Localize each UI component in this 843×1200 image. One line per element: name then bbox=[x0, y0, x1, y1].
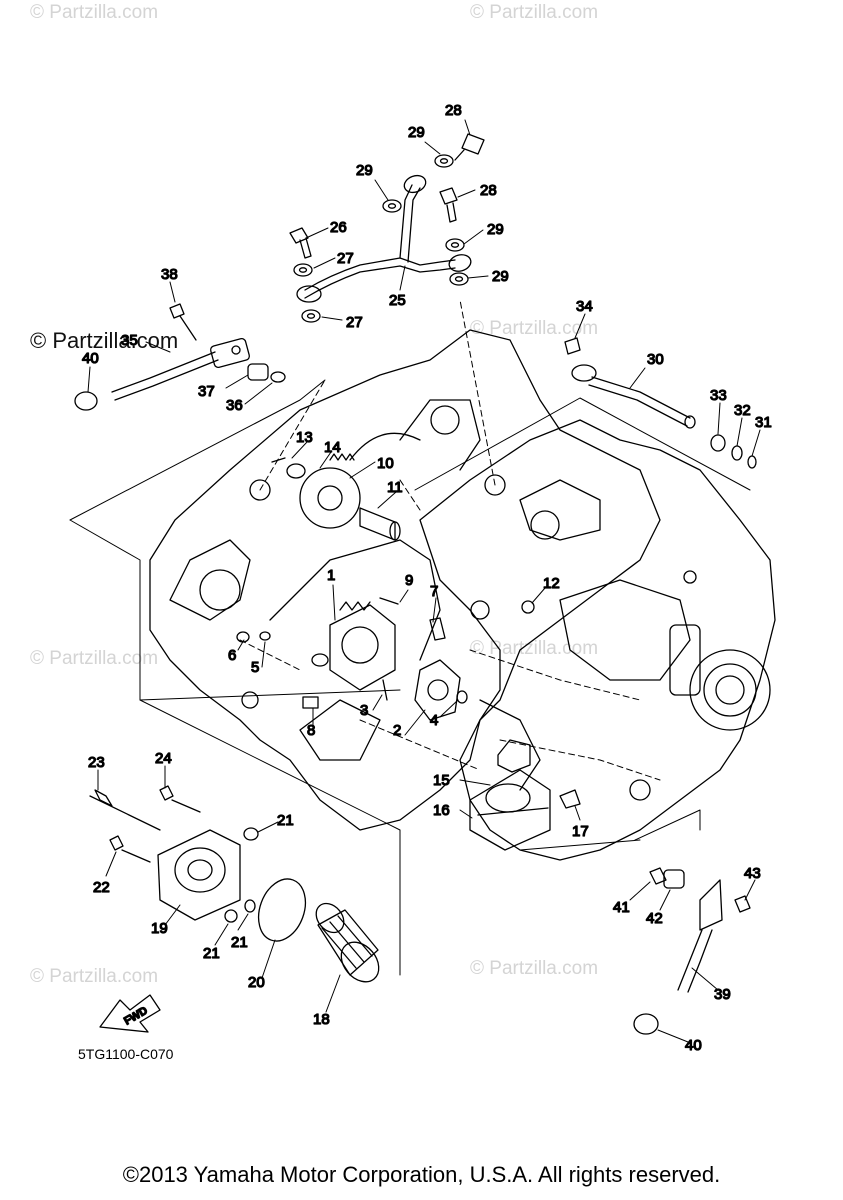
reference-lines bbox=[239, 299, 661, 781]
oil-pump-assembly bbox=[236, 453, 535, 721]
callout-12: 12 bbox=[543, 575, 560, 592]
callout-29a: 29 bbox=[408, 124, 425, 141]
fwd-label: FWD bbox=[122, 1005, 150, 1028]
copper-washers bbox=[293, 154, 469, 323]
copyright-notice: ©2013 Yamaha Motor Corporation, U.S.A. A… bbox=[122, 1162, 721, 1187]
callout-41: 41 bbox=[613, 899, 630, 916]
callout-13: 13 bbox=[296, 429, 313, 446]
callout-17: 17 bbox=[572, 823, 589, 840]
section-boxes bbox=[69, 379, 751, 976]
callout-28b: 28 bbox=[480, 182, 497, 199]
filter-o-ring bbox=[257, 878, 307, 942]
callout-20: 20 bbox=[248, 974, 265, 991]
callout-22: 22 bbox=[93, 879, 110, 896]
callout-5: 5 bbox=[251, 659, 259, 676]
callout-21b: 21 bbox=[203, 945, 220, 962]
callout-4: 4 bbox=[430, 712, 438, 729]
watermark-text: © Partzilla.com bbox=[30, 966, 159, 987]
leader-lines bbox=[87, 119, 761, 1043]
callout-9: 9 bbox=[405, 572, 413, 589]
watermark-text: © Partzilla.com bbox=[470, 958, 599, 979]
callout-14: 14 bbox=[324, 439, 341, 456]
crankcase-right bbox=[419, 419, 776, 861]
callout-29d: 29 bbox=[492, 268, 509, 285]
oil-filter-element bbox=[315, 902, 380, 983]
right-oil-hose bbox=[633, 867, 751, 1035]
watermark-text: © Partzilla.com bbox=[470, 318, 599, 339]
callout-38: 38 bbox=[161, 266, 178, 283]
callout-numbers: 1 2 3 4 5 6 7 8 9 10 11 12 13 14 15 16 1… bbox=[81, 101, 772, 1054]
callout-1: 1 bbox=[327, 567, 335, 584]
callout-29c: 29 bbox=[487, 221, 504, 238]
callout-33: 33 bbox=[710, 387, 727, 404]
callout-7: 7 bbox=[430, 583, 438, 600]
callout-16: 16 bbox=[433, 802, 450, 819]
watermark-text: © Partzilla.com bbox=[30, 2, 159, 23]
callout-6: 6 bbox=[228, 647, 236, 664]
watermark-text: © Partzilla.com bbox=[470, 638, 599, 659]
callout-36: 36 bbox=[226, 397, 243, 414]
callout-30: 30 bbox=[647, 351, 664, 368]
callout-11: 11 bbox=[387, 479, 403, 496]
oil-strainer bbox=[469, 739, 581, 851]
callout-29b: 29 bbox=[356, 162, 373, 179]
callout-42: 42 bbox=[646, 910, 663, 927]
right-oil-pipe bbox=[564, 337, 757, 469]
left-oil-hose bbox=[74, 303, 286, 411]
callout-40a: 40 bbox=[82, 350, 99, 367]
callout-35: 35 bbox=[121, 332, 138, 349]
callout-15: 15 bbox=[433, 772, 450, 789]
callout-25: 25 bbox=[389, 292, 406, 309]
union-bolts bbox=[289, 133, 485, 259]
callout-28a: 28 bbox=[445, 102, 462, 119]
callout-24: 24 bbox=[155, 750, 172, 767]
forward-arrow-icon: FWD bbox=[99, 994, 161, 1033]
oil-filter-cover bbox=[89, 785, 259, 923]
callout-40b: 40 bbox=[685, 1037, 702, 1054]
diagram-code: 5TG1100-C070 bbox=[78, 1046, 174, 1062]
watermark-text: © Partzilla.com bbox=[30, 648, 159, 669]
callout-39: 39 bbox=[714, 986, 731, 1003]
callout-27b: 27 bbox=[346, 314, 363, 331]
callout-8: 8 bbox=[307, 722, 315, 739]
callout-10: 10 bbox=[377, 455, 394, 472]
callout-21c: 21 bbox=[231, 934, 248, 951]
callout-3: 3 bbox=[360, 702, 368, 719]
callout-2: 2 bbox=[393, 722, 401, 739]
watermark-text: © Partzilla.com bbox=[470, 2, 599, 23]
callout-21a: 21 bbox=[277, 812, 294, 829]
callout-26: 26 bbox=[330, 219, 347, 236]
callout-23: 23 bbox=[88, 754, 105, 771]
callout-19: 19 bbox=[151, 920, 168, 937]
callout-18: 18 bbox=[313, 1011, 330, 1028]
oil-delivery-pipe bbox=[296, 174, 472, 303]
callout-37: 37 bbox=[198, 383, 215, 400]
callout-27a: 27 bbox=[337, 250, 354, 267]
callout-43: 43 bbox=[744, 865, 761, 882]
watermark-text: © Partzilla.com bbox=[30, 328, 179, 353]
callout-31: 31 bbox=[755, 414, 772, 431]
callout-32: 32 bbox=[734, 402, 751, 419]
callout-34: 34 bbox=[576, 298, 593, 315]
